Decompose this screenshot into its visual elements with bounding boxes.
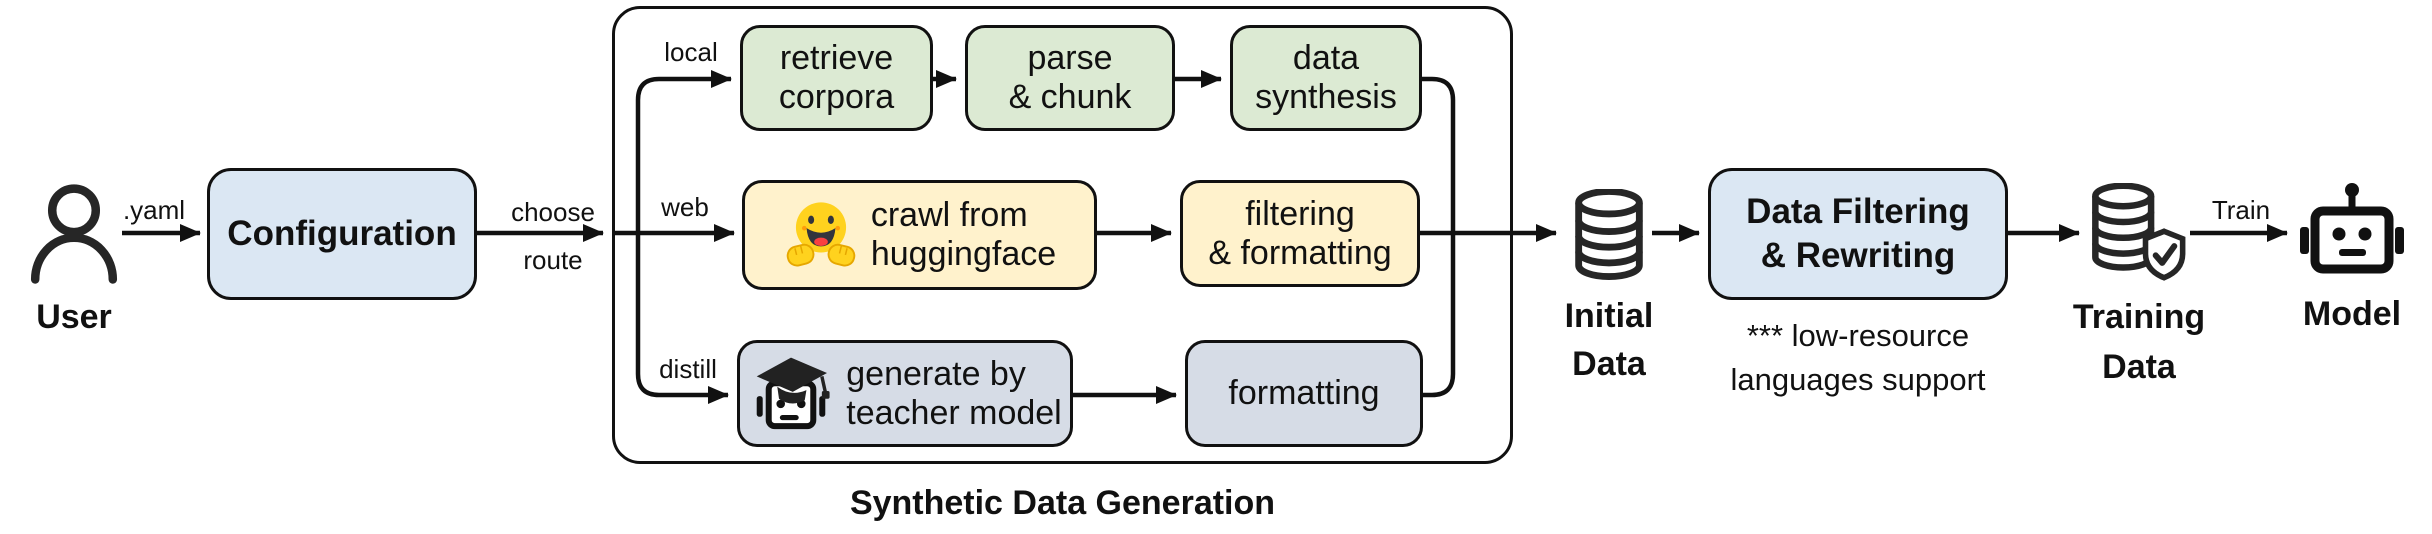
train-edge-label: Train [2211, 195, 2271, 225]
training-data-database-icon [2086, 183, 2192, 287]
filtering-formatting-line2: & formatting [1208, 233, 1392, 272]
user-icon [28, 181, 120, 287]
model-label: Model [2302, 295, 2402, 333]
crawl-huggingface-box: crawl from huggingface [742, 180, 1097, 290]
initial-data-line1: Initial [1564, 297, 1654, 335]
user-label: User [36, 298, 112, 336]
data-filtering-line1: Data Filtering [1746, 192, 1970, 231]
retrieve-corpora-line1: retrieve [779, 39, 894, 77]
configuration-label: Configuration [227, 214, 457, 253]
teacher-robot-icon [748, 349, 834, 439]
data-filtering-line2: & Rewriting [1760, 236, 1956, 275]
initial-data-label: Initial Data [1553, 292, 1665, 388]
initial-data-line2: Data [1572, 345, 1646, 383]
generate-teacher-line1: generate by [846, 354, 1026, 393]
data-filtering-rewriting-box: Data Filtering & Rewriting [1708, 168, 2008, 300]
filtering-formatting-box: filtering & formatting [1180, 180, 1420, 287]
low-resource-note: *** low-resource languages support [1695, 314, 2021, 402]
parse-chunk-box: parse & chunk [965, 25, 1175, 131]
data-synthesis-line1: data [1292, 39, 1360, 77]
yaml-edge-label: .yaml [122, 195, 186, 225]
parse-chunk-line1: parse [1027, 39, 1113, 77]
shield-check-icon [2142, 228, 2186, 281]
training-data-line1: Training [2072, 298, 2206, 336]
low-resource-note-line1: *** low-resource [1746, 318, 1970, 353]
web-edge-label: web [661, 192, 709, 222]
formatting-label: formatting [1228, 374, 1380, 412]
crawl-huggingface-line2: huggingface [870, 235, 1057, 273]
formatting-box: formatting [1185, 340, 1423, 447]
synthetic-data-generation-caption: Synthetic Data Generation [849, 484, 1276, 522]
generate-teacher-line2: teacher model [846, 393, 1062, 432]
hugging-face-icon [783, 197, 859, 273]
choose-edge-label: choose [511, 197, 595, 227]
crawl-huggingface-line1: crawl from [870, 196, 1028, 234]
generate-teacher-box: generate by teacher model [737, 340, 1073, 447]
distill-edge-label: distill [659, 354, 717, 384]
training-data-label: Training Data [2064, 292, 2214, 392]
model-robot-icon [2296, 180, 2408, 282]
retrieve-corpora-line2: corpora [778, 78, 895, 116]
data-synthesis-box: data synthesis [1230, 25, 1422, 131]
data-synthesis-line2: synthesis [1255, 78, 1397, 116]
retrieve-corpora-box: retrieve corpora [740, 25, 933, 131]
initial-data-database-icon [1564, 189, 1654, 281]
filtering-formatting-line1: filtering [1245, 194, 1355, 233]
route-edge-label: route [523, 245, 583, 275]
local-edge-label: local [664, 37, 718, 67]
low-resource-note-line2: languages support [1730, 362, 1986, 397]
configuration-box: Configuration [207, 168, 477, 300]
training-data-line2: Data [2102, 348, 2176, 386]
parse-chunk-line2: & chunk [1008, 78, 1132, 116]
